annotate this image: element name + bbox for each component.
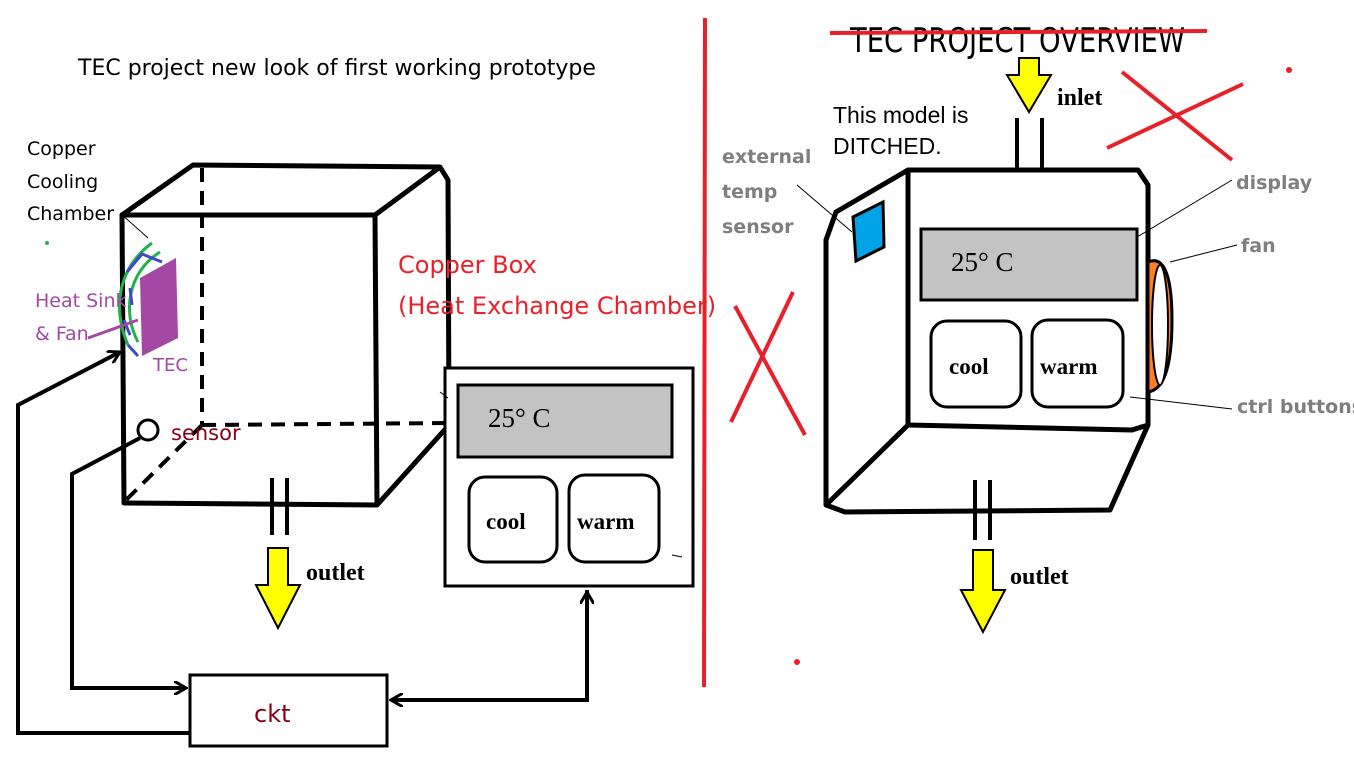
external-temp-sensor-label: external temp sensor — [722, 146, 811, 238]
display-temp-right: 25° C — [951, 247, 1014, 277]
copper-box-line2: (Heat Exchange Chamber) — [398, 292, 716, 320]
red-cross-left — [729, 291, 807, 436]
ditched-note-line1: This model is — [833, 102, 968, 128]
copper-box-line1: Copper Box — [398, 251, 537, 279]
external-temp-sensor-line2: temp — [722, 181, 777, 203]
device-bottom-face — [825, 423, 1151, 515]
display-screen-right — [919, 227, 1139, 302]
outlet-arrow-left — [254, 547, 302, 631]
copper-cooling-chamber-line3: Chamber — [27, 203, 114, 225]
right-title-strike — [829, 29, 1208, 35]
ckt-box — [188, 673, 389, 748]
wire-ckt-to-tec — [16, 352, 190, 735]
ctrl-buttons-leader — [1129, 396, 1233, 410]
display-screen-left — [456, 383, 674, 459]
fan-label: fan — [1241, 235, 1276, 257]
copper-box-label: Copper Box (Heat Exchange Chamber) — [398, 251, 716, 320]
cube-top-face — [120, 162, 443, 218]
stray-dot-red-2 — [794, 659, 800, 665]
stray-dot-red-1 — [1286, 67, 1292, 73]
heat-sink-fan-line1: Heat Sink — [35, 290, 127, 312]
wire-sensor-to-ckt — [70, 436, 186, 688]
inlet-arrow — [1005, 57, 1053, 114]
external-temp-sensor-line3: sensor — [722, 216, 794, 238]
outlet-label-left: outlet — [306, 560, 365, 586]
stray-dot-green — [45, 241, 49, 245]
tec-label: TEC — [152, 355, 188, 376]
hidden-edge-horizontal — [201, 421, 449, 427]
circuit-wires — [16, 352, 589, 735]
copper-box-cube — [119, 162, 452, 508]
ditched-note: This model is DITCHED. — [833, 102, 968, 159]
heat-sink-fan-leader — [87, 318, 139, 340]
right-title: TEC PROJECT OVERVIEW — [849, 21, 1185, 61]
copper-cooling-chamber-line2: Cooling — [27, 171, 98, 193]
heat-sink-fan-line2: & Fan — [35, 323, 89, 345]
warm-button-right-label: warm — [1040, 354, 1097, 379]
wire-panel-to-ckt — [391, 590, 589, 700]
warm-button-right[interactable] — [1030, 318, 1125, 409]
panel-tick-1 — [439, 391, 449, 399]
cube-right-face — [375, 165, 452, 507]
display-leader — [1136, 179, 1233, 238]
cool-button-right-label: cool — [949, 354, 989, 379]
heat-sink-fan-label: Heat Sink & Fan — [35, 290, 127, 345]
fan-grill — [1151, 264, 1169, 386]
sensor-icon — [136, 418, 160, 442]
divider-line — [702, 17, 707, 688]
ditched-note-line2: DITCHED. — [833, 133, 942, 159]
sensor-label: sensor — [171, 421, 241, 445]
red-cross-top — [1106, 70, 1244, 162]
heat-sink-arc-green — [118, 241, 153, 346]
red-cross-left-stroke-1 — [733, 305, 807, 436]
display-temp-left: 25° C — [488, 403, 551, 433]
ctrl-buttons-label: ctrl buttons — [1237, 396, 1354, 418]
heat-sink-fins-blue — [122, 252, 163, 358]
fan-leader — [1169, 244, 1238, 263]
display-label: display — [1236, 172, 1313, 194]
red-cross-left-stroke-2 — [729, 291, 795, 423]
external-sensor-icon — [851, 199, 886, 264]
panel-tick-2 — [671, 554, 683, 558]
device-left-face — [823, 167, 910, 508]
left-title: TEC project new look of first working pr… — [77, 56, 596, 81]
cool-button-right[interactable] — [929, 319, 1023, 409]
copper-cooling-chamber-label: Copper Cooling Chamber — [27, 138, 114, 225]
red-cross-top-stroke-2 — [1106, 82, 1244, 150]
outlet-arrow-right — [959, 549, 1007, 635]
inlet-label: inlet — [1057, 85, 1102, 111]
warm-button-left[interactable] — [567, 473, 661, 564]
cube-hidden-edges — [124, 168, 449, 502]
ckt-label: ckt — [254, 700, 291, 728]
external-sensor-leader — [796, 184, 853, 233]
device-body — [823, 167, 1151, 515]
copper-cooling-chamber-line1: Copper — [27, 138, 96, 160]
external-temp-sensor-line1: external — [722, 146, 811, 168]
warm-button-left-label: warm — [577, 509, 634, 534]
cool-button-left[interactable] — [467, 475, 559, 564]
tec-plate — [140, 258, 178, 356]
hidden-edge-diagonal — [124, 423, 204, 502]
outlet-label-right: outlet — [1010, 564, 1069, 590]
cool-button-left-label: cool — [486, 509, 526, 534]
